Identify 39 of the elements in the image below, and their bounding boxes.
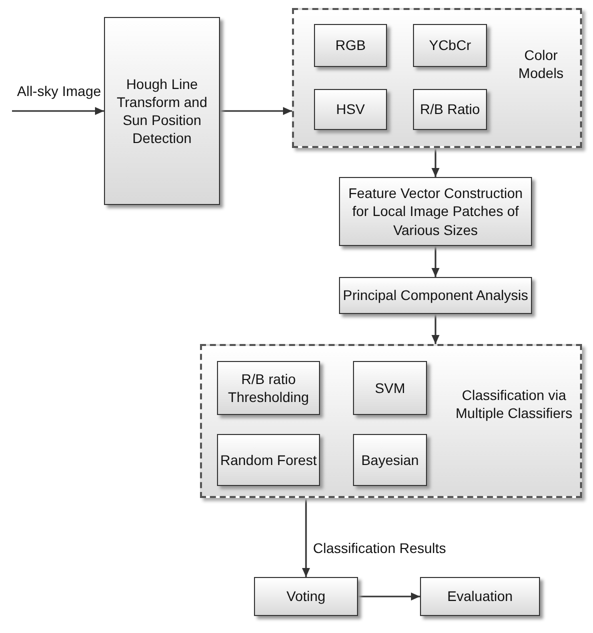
box-label: R/B ratio Thresholding — [227, 370, 310, 406]
box-label: Evaluation — [447, 587, 513, 606]
box-label: RGB — [335, 36, 366, 55]
group-label: Color Models — [517, 46, 565, 82]
arrow — [12, 107, 104, 115]
box-label: Hough Line Transform and Sun Position Detection — [116, 74, 208, 148]
process-box — [104, 17, 220, 205]
process-box — [420, 577, 540, 616]
arrow — [220, 107, 292, 115]
box-label: YCbCr — [428, 36, 471, 55]
process-box — [254, 577, 358, 616]
process-box — [314, 89, 387, 130]
process-box — [353, 361, 427, 415]
box-label: Principal Component Analysis — [342, 286, 528, 305]
edge-label: Classification Results — [312, 540, 448, 556]
process-box — [314, 24, 387, 67]
process-box — [339, 177, 532, 246]
process-box — [413, 24, 487, 67]
arrow — [432, 314, 440, 344]
box-label: SVM — [374, 378, 406, 398]
process-box — [217, 361, 320, 415]
box-label: Bayesian — [361, 450, 419, 470]
box-label: Random Forest — [220, 450, 317, 470]
edge-label: All-sky Image — [16, 83, 102, 99]
process-box — [217, 434, 320, 486]
group-label: Classification via Multiple Classifiers — [454, 386, 574, 422]
process-box — [413, 89, 487, 130]
group-container — [292, 8, 582, 148]
box-label: HSV — [336, 100, 365, 119]
process-box — [353, 434, 427, 486]
box-label: Feature Vector Construction for Local Image Patches of Various Sizes — [347, 184, 524, 239]
arrow — [432, 246, 440, 277]
group-container — [200, 344, 582, 498]
arrow — [432, 148, 440, 177]
box-label: Voting — [286, 587, 326, 606]
arrow — [302, 498, 310, 577]
arrow — [358, 592, 420, 600]
process-box — [339, 277, 532, 314]
box-label: R/B Ratio — [420, 100, 480, 119]
